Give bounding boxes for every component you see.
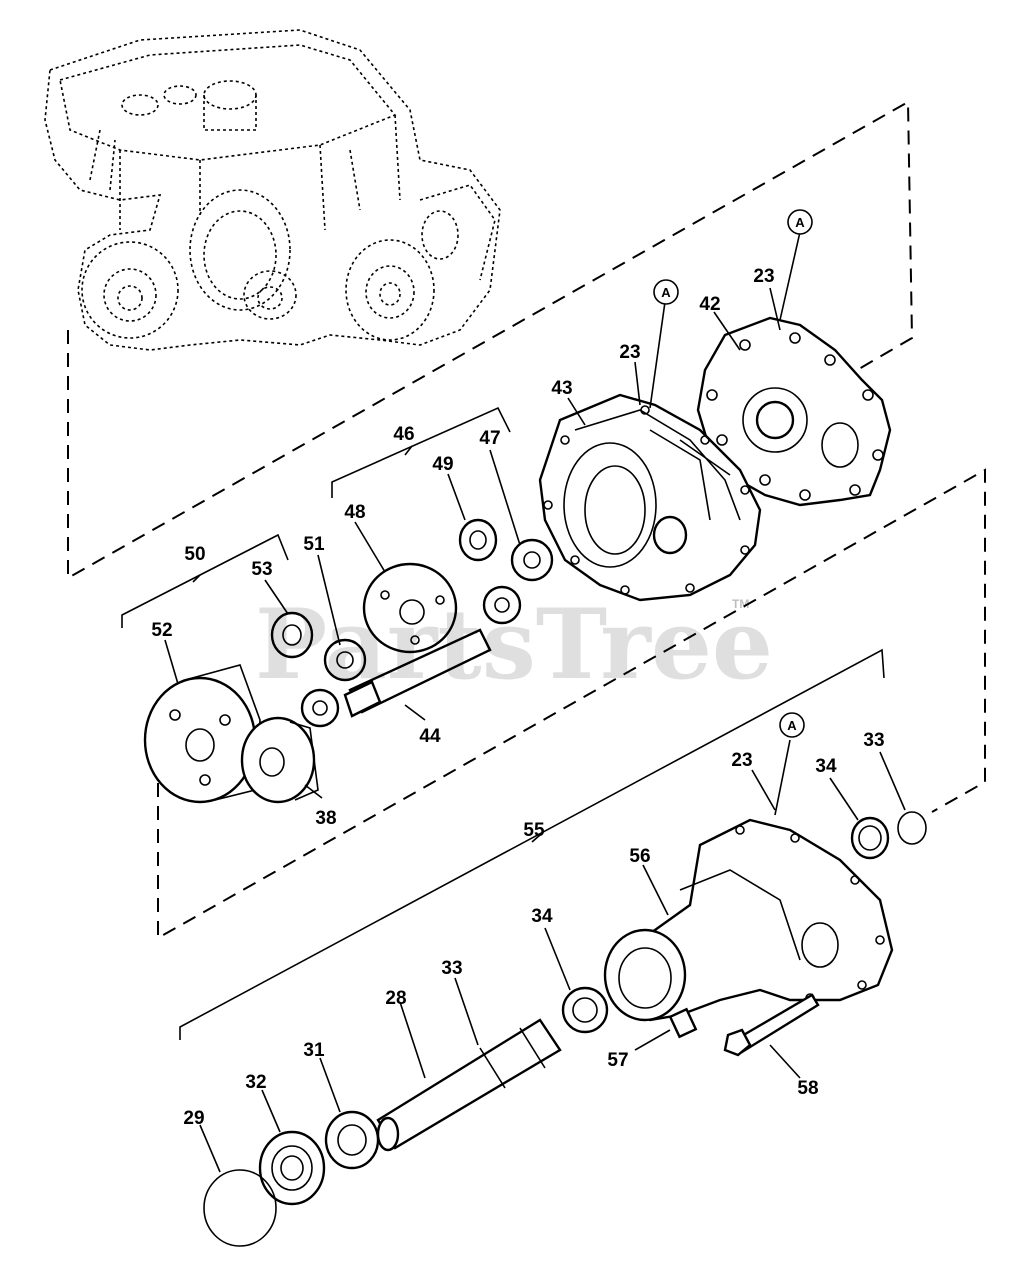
bracket-55	[179, 648, 885, 1040]
part-31-washer	[324, 1110, 380, 1170]
label-47: 47	[479, 428, 500, 449]
part-53-bearing	[270, 611, 314, 659]
label-43: 43	[551, 378, 572, 399]
label-42: 42	[699, 294, 720, 315]
part-52-gear-disc	[143, 664, 261, 804]
part-labels: 23 42 23 43 46 47 49 48 50 51 53 52 44 3…	[151, 266, 884, 1129]
label-56: 56	[629, 846, 650, 867]
part-32-bearing	[258, 1130, 326, 1206]
label-33: 33	[863, 730, 884, 751]
assembly-outline-upper	[67, 100, 914, 580]
label-52: 52	[151, 620, 172, 641]
transmission-housing	[44, 29, 501, 351]
part-56-axle-housing	[603, 818, 894, 1022]
part-43-housing	[538, 393, 762, 602]
callout-a-2: A	[653, 279, 679, 305]
label-31: 31	[303, 1040, 325, 1061]
label-32: 32	[245, 1072, 266, 1093]
part-29-snap-ring	[203, 1169, 277, 1247]
part-49-bearing	[458, 518, 498, 562]
label-53: 53	[251, 559, 272, 580]
label-28: 28	[385, 988, 406, 1009]
part-34-washer-lower	[561, 986, 609, 1034]
label-58: 58	[797, 1078, 818, 1099]
part-38-collar	[240, 716, 319, 804]
part-57-fitting	[668, 1007, 698, 1039]
watermark-tm: TM	[732, 597, 749, 611]
label-38: 38	[315, 808, 336, 829]
part-44-shaft	[343, 628, 492, 718]
part-42-cover-plate	[696, 316, 892, 507]
label-57: 57	[607, 1050, 628, 1071]
callout-letter: A	[787, 718, 797, 733]
part-28-axle-shaft	[376, 1018, 562, 1152]
leader-lines	[164, 231, 906, 1173]
label-50: 50	[184, 544, 205, 565]
assembly-outline-lower	[157, 468, 986, 940]
label-44: 44	[419, 726, 441, 747]
part-48-gear-disc	[362, 562, 458, 654]
label-48: 48	[344, 502, 365, 523]
label-23: 23	[753, 266, 774, 287]
label-33: 33	[441, 958, 462, 979]
bracket-46	[331, 406, 511, 498]
callout-a-3: A	[779, 712, 805, 738]
callout-letter: A	[795, 215, 805, 230]
bracket-50	[121, 533, 289, 628]
watermark: PartsTree TM	[255, 588, 773, 701]
callout-a-1: A	[787, 209, 813, 235]
label-46: 46	[393, 424, 414, 445]
callout-letter: A	[661, 285, 671, 300]
label-23: 23	[731, 750, 752, 771]
watermark-text: PartsTree	[255, 588, 773, 701]
part-58-bolt	[723, 993, 820, 1057]
label-34: 34	[531, 906, 553, 927]
label-29: 29	[183, 1108, 204, 1129]
part-51-bearings	[300, 638, 367, 728]
label-51: 51	[303, 534, 325, 555]
label-49: 49	[432, 454, 453, 475]
part-34-washer-upper	[850, 816, 890, 860]
label-55: 55	[523, 820, 545, 841]
part-47-bearings	[482, 538, 554, 625]
part-33-retaining-ring-upper	[897, 811, 927, 845]
label-34: 34	[815, 756, 837, 777]
label-23: 23	[619, 342, 640, 363]
